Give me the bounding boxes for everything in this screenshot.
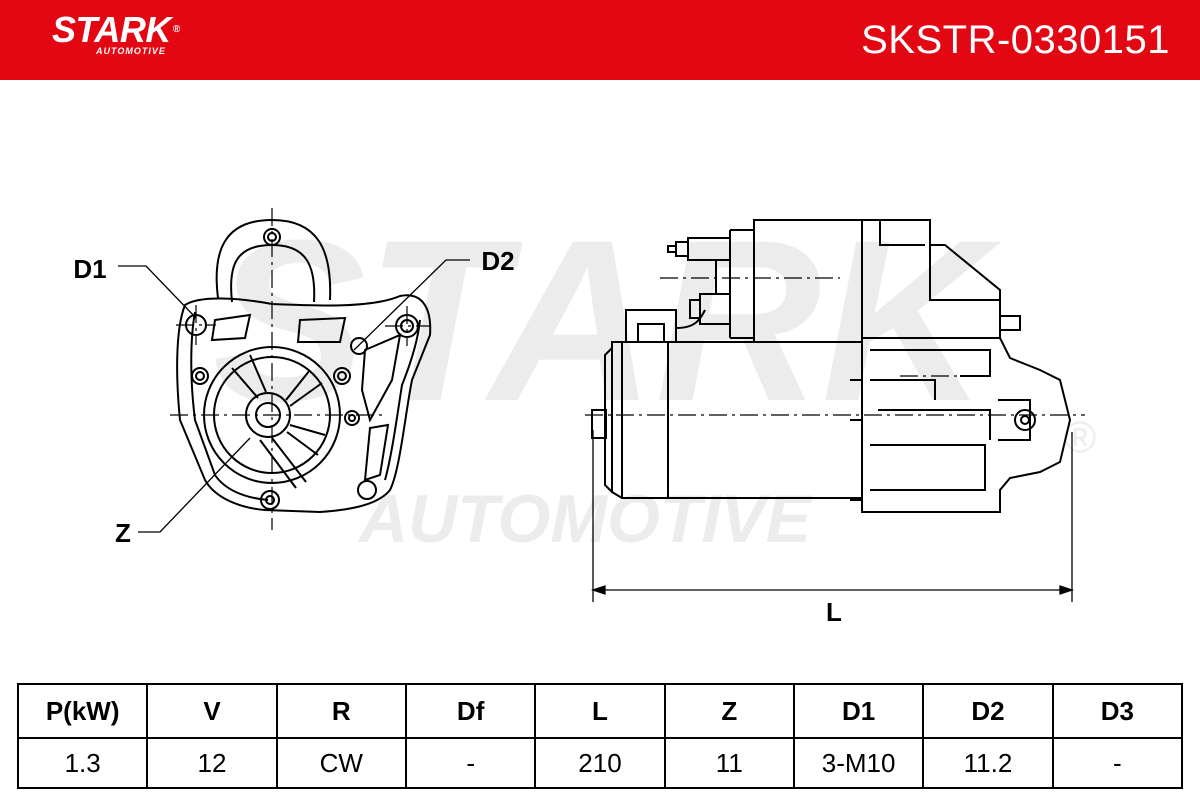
label-l: L	[826, 597, 842, 627]
spec-value-row: 1.3 12 CW - 210 11 3-M10 11.2 -	[16, 737, 1184, 789]
spec-header-row: P(kW) V R Df L Z D1 D2 D3	[16, 683, 1184, 739]
leader-z	[138, 437, 251, 533]
header-bar: STARK® AUTOMOTIVE SKSTR-0330151	[0, 0, 1200, 80]
leader-d1	[118, 265, 197, 319]
front-view-centerlines	[170, 208, 430, 530]
spec-header-length: L	[534, 683, 666, 739]
spec-header-d3: D3	[1051, 683, 1184, 739]
spec-value-rotation: CW	[275, 737, 407, 789]
logo-subline: AUTOMOTIVE	[96, 46, 166, 56]
logo-brand-name: STARK	[52, 9, 171, 50]
mounting-flange	[176, 294, 432, 514]
part-number: SKSTR-0330151	[861, 18, 1170, 62]
spec-value-d2: 11.2	[922, 737, 1054, 789]
spec-header-power: P(kW)	[16, 683, 149, 739]
logo-registered-mark: ®	[172, 24, 180, 35]
spec-header-df: Df	[404, 683, 537, 739]
spec-header-d2: D2	[922, 683, 1054, 739]
spec-value-d3: -	[1051, 737, 1184, 789]
side-view-centerlines	[585, 277, 1085, 416]
leader-d2	[353, 259, 470, 351]
drive-housing	[861, 337, 1072, 513]
spec-header-d1: D1	[792, 683, 925, 739]
pinion	[1014, 409, 1036, 431]
spec-value-df: -	[404, 737, 537, 789]
label-d1: D1	[73, 254, 106, 284]
stark-automotive-logo: STARK® AUTOMOTIVE	[52, 9, 180, 57]
side-view	[591, 219, 1072, 513]
spec-value-teeth: 11	[663, 737, 795, 789]
spec-value-power: 1.3	[16, 737, 149, 789]
dimension-leaders	[118, 259, 470, 533]
spec-value-d1: 3-M10	[792, 737, 925, 789]
label-z: Z	[115, 518, 131, 548]
spec-value-length: 210	[534, 737, 666, 789]
spec-value-voltage: 12	[146, 737, 278, 789]
dimension-l	[590, 430, 1075, 602]
watermark-registered-mark: ®	[1064, 413, 1096, 462]
front-view	[176, 218, 432, 514]
spec-table: P(kW) V R Df L Z D1 D2 D3 1.3 12 CW - 21…	[16, 683, 1184, 789]
spec-header-voltage: V	[146, 683, 278, 739]
watermark-sub-text: AUTOMOTIVE	[357, 481, 814, 557]
spec-header-teeth: Z	[663, 683, 795, 739]
label-d2: D2	[481, 246, 514, 276]
spec-header-rotation: R	[275, 683, 407, 739]
technical-drawing: STARK AUTOMOTIVE ®	[73, 192, 1096, 627]
